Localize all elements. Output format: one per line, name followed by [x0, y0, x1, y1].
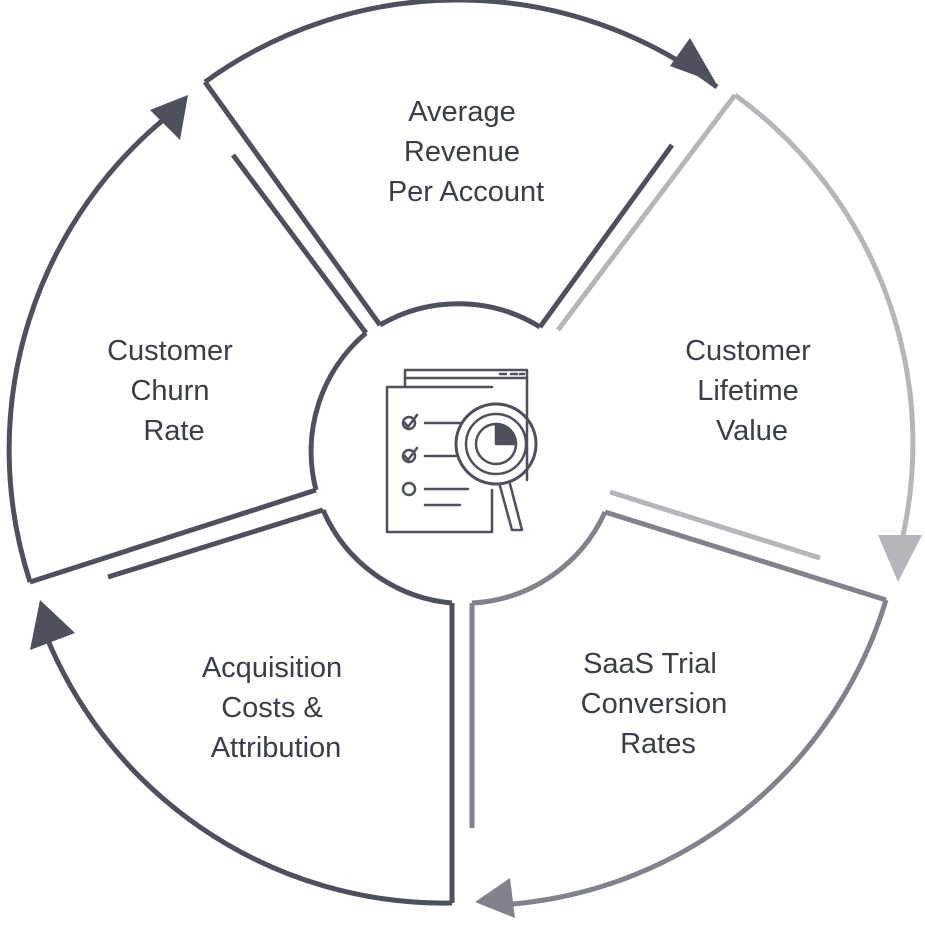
- label-line: Value: [716, 415, 788, 447]
- label-line: Churn: [130, 375, 209, 407]
- segment-saas-trial-conversion-rates: SaaS Trial Conversion Rates: [469, 509, 889, 918]
- label-line: Lifetime: [697, 375, 799, 407]
- segment-acquisition-costs-attribution: Acquisition Costs & Attribution: [30, 507, 455, 906]
- arrowhead-trial-icon: [475, 878, 515, 918]
- segment-outline-trial: [499, 599, 889, 908]
- label-line: Conversion: [581, 688, 728, 720]
- segment-customer-lifetime-value: Customer Lifetime Value: [556, 92, 922, 582]
- label-line: Average: [408, 96, 516, 128]
- segment-label-clv: Customer Lifetime Value: [685, 335, 819, 447]
- label-line: Customer: [107, 335, 233, 367]
- segment-outline-clv: [733, 92, 916, 549]
- segment-label-trial: SaaS Trial Conversion Rates: [581, 648, 736, 760]
- segment-average-revenue-per-account: Average Revenue Per Account: [202, 0, 719, 330]
- label-line: Rates: [620, 728, 696, 760]
- arrowhead-clv-icon: [878, 535, 922, 582]
- label-line: Rate: [143, 415, 204, 447]
- label-line: Per Account: [388, 176, 544, 208]
- segment-label-churn: Customer Churn Rate: [107, 335, 241, 447]
- segment-outline-arpa: [203, 0, 719, 89]
- segment-label-arpa: Average Revenue Per Account: [388, 96, 544, 208]
- label-line: Customer: [685, 335, 811, 367]
- label-line: SaaS Trial: [583, 648, 717, 680]
- arrowhead-churn-icon: [150, 95, 188, 140]
- arrowhead-arpa-icon: [670, 38, 716, 83]
- label-line: Attribution: [211, 732, 342, 764]
- label-line: Revenue: [404, 136, 520, 168]
- label-line: Costs &: [221, 692, 323, 724]
- segment-outline-churn: [6, 106, 180, 583]
- report-analytics-icon: [385, 368, 538, 534]
- segment-outline-acquisition: [37, 619, 453, 906]
- segment-customer-churn-rate: Customer Churn Rate: [6, 95, 369, 585]
- arrowhead-acquisition-icon: [30, 600, 75, 650]
- label-line: Acquisition: [202, 652, 342, 684]
- segment-label-acquisition: Acquisition Costs & Attribution: [202, 652, 350, 764]
